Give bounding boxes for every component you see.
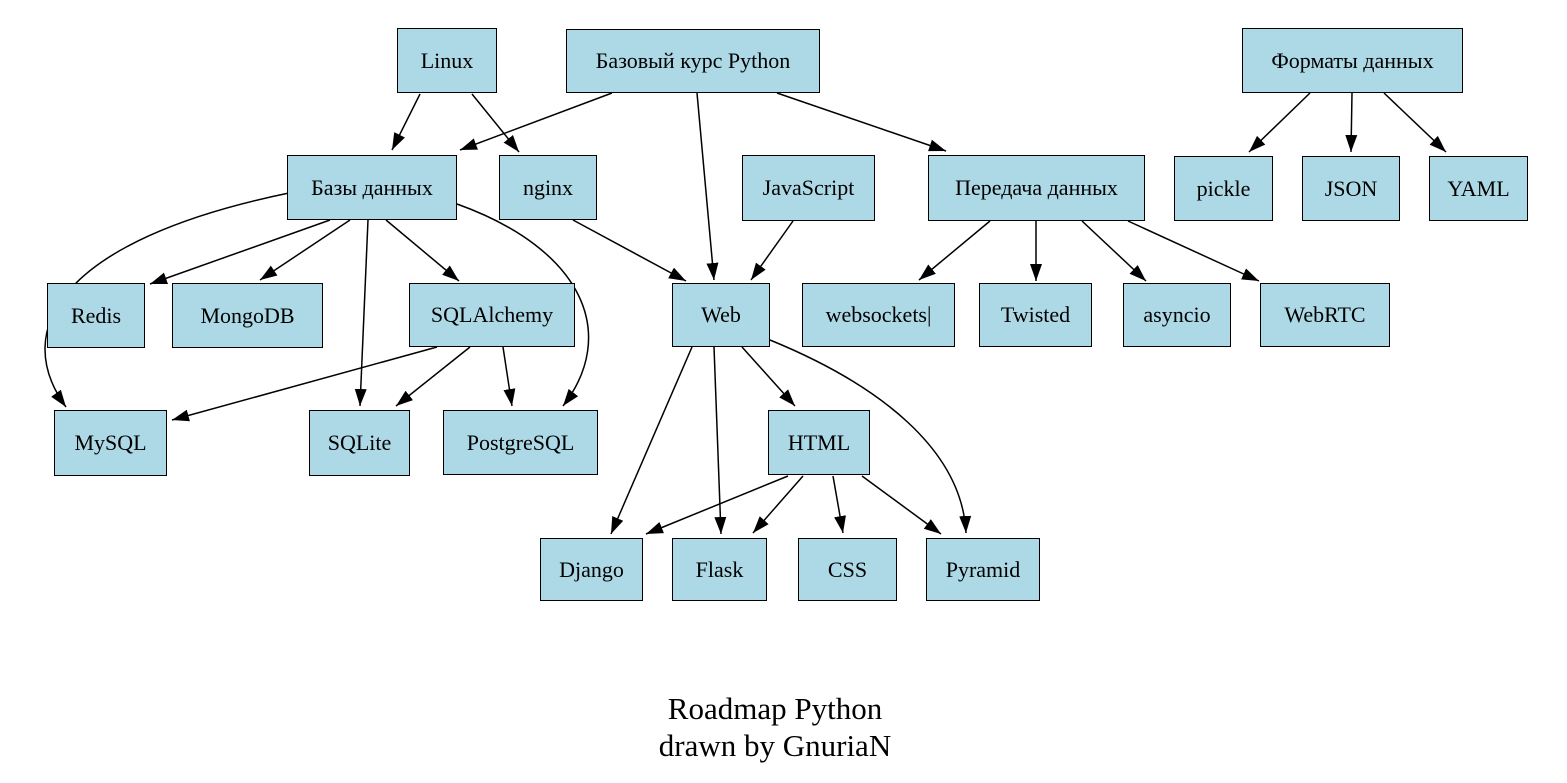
node-javascript: JavaScript <box>742 155 875 221</box>
node-data-formats: Форматы данных <box>1242 28 1463 93</box>
caption-author: drawn by GnuriaN <box>658 728 892 763</box>
edge-python-course-data-transfer <box>776 92 947 152</box>
edge-databases-redis <box>149 219 331 285</box>
edge-web-html <box>741 346 796 407</box>
edge-linux-nginx <box>471 93 520 153</box>
node-asyncio: asyncio <box>1123 283 1231 347</box>
edge-web-pyramid <box>769 339 972 534</box>
node-flask: Flask <box>672 538 767 601</box>
node-html: HTML <box>768 410 870 475</box>
edge-web-flask <box>713 346 727 535</box>
edge-databases-sqlite <box>354 219 369 407</box>
edge-databases-sqlalchemy <box>385 219 460 282</box>
node-yaml: YAML <box>1429 156 1528 221</box>
node-web: Web <box>672 283 770 347</box>
edge-html-django <box>645 475 789 535</box>
edge-nginx-web <box>572 219 687 282</box>
node-websockets: websockets| <box>802 283 955 347</box>
node-pyramid: Pyramid <box>926 538 1040 601</box>
edge-databases-postgresql <box>456 203 590 407</box>
node-sqlite: SQLite <box>309 410 410 476</box>
edge-databases-mongodb <box>259 219 351 281</box>
edge-python-course-databases <box>459 92 613 151</box>
node-twisted: Twisted <box>979 283 1092 347</box>
edge-data-transfer-asyncio <box>1081 220 1147 282</box>
node-django: Django <box>540 538 643 601</box>
edge-html-flask <box>752 475 804 534</box>
edge-data-transfer-websockets <box>918 220 991 281</box>
edge-sqlalchemy-postgresql <box>502 346 516 407</box>
edge-python-course-web <box>696 92 719 281</box>
node-linux: Linux <box>397 28 497 93</box>
node-css: CSS <box>798 538 897 601</box>
edge-html-css <box>832 475 846 534</box>
node-mysql: MySQL <box>54 410 167 476</box>
diagram-caption: Roadmap Python drawn by GnuriaN <box>0 690 1550 764</box>
edge-linux-databases <box>391 93 421 151</box>
node-webrtc: WebRTC <box>1260 283 1390 347</box>
edge-sqlalchemy-sqlite <box>395 346 471 407</box>
node-postgresql: PostgreSQL <box>443 410 598 475</box>
node-python-course: Базовый курс Python <box>566 29 820 93</box>
edge-data-transfer-webrtc <box>1127 220 1260 282</box>
node-nginx: nginx <box>499 155 597 220</box>
edge-data-formats-json <box>1345 92 1358 153</box>
node-data-transfer: Передача данных <box>928 155 1145 221</box>
node-sqlalchemy: SQLAlchemy <box>409 283 575 347</box>
edge-web-django <box>610 346 693 535</box>
node-redis: Redis <box>47 283 145 348</box>
caption-title: Roadmap Python <box>667 691 883 726</box>
node-mongodb: MongoDB <box>172 283 323 348</box>
edge-html-pyramid <box>861 475 942 535</box>
edge-javascript-web <box>750 220 794 281</box>
edge-sqlalchemy-mysql <box>171 346 438 422</box>
edge-data-formats-pickle <box>1248 92 1311 153</box>
node-pickle: pickle <box>1174 156 1273 221</box>
node-json: JSON <box>1302 156 1400 221</box>
node-databases: Базы данных <box>287 155 457 220</box>
edge-data-formats-yaml <box>1383 92 1447 153</box>
